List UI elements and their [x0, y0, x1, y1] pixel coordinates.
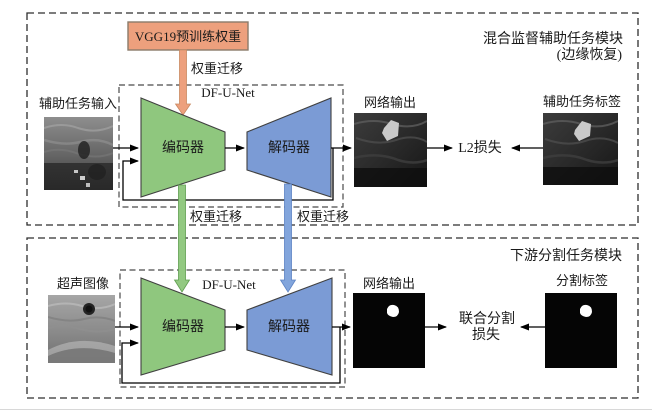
vgg19-weights-box: [128, 22, 248, 50]
bottom-dfunet-label: DF-U-Net: [202, 277, 256, 292]
top-encoder-shape: [140, 97, 226, 198]
top-encoder-label: 编码器: [162, 140, 204, 156]
encoder-transfer-label: 权重迁移: [190, 209, 242, 224]
top-module-subtitle: (边缘恢复): [557, 46, 623, 63]
top-input-label: 辅助任务输入: [39, 96, 117, 111]
top-weight-transfer-label: 权重迁移: [191, 61, 243, 76]
bottom-encoder-shape: [140, 277, 226, 376]
top-module-title: 混合监督辅助任务模块: [483, 31, 623, 47]
l2-loss-label: L2损失: [458, 140, 502, 156]
orange-weight-transfer-arrow: [174, 49, 192, 116]
bottom-decoder-label: 解码器: [268, 319, 310, 335]
top-decoder-label: 解码器: [268, 140, 310, 156]
decoder-transfer-label: 权重迁移: [297, 209, 349, 224]
auxiliary-task-label-image: [543, 113, 618, 185]
bottom-feedback-loop: [121, 327, 341, 384]
blue-weight-transfer-arrow: [279, 183, 297, 293]
vgg19-weights-box-border: [127, 21, 249, 51]
bottom-module-title: 下游分割任务模块: [510, 247, 622, 264]
top-dfunet-label: DF-U-Net: [201, 85, 255, 100]
top-decoder-shape: [246, 97, 332, 198]
bottom-gt-label: 分割标签: [556, 273, 608, 288]
top-module-box: [26, 12, 639, 226]
top-feedback-loop: [122, 148, 334, 201]
bottom-network-output-mask: [353, 293, 425, 368]
top-gt-label: 辅助任务标签: [543, 94, 621, 109]
green-weight-transfer-arrow: [173, 184, 191, 293]
ultrasound-input-image: [48, 295, 115, 363]
joint-loss-label-line1: 联合分割: [459, 310, 515, 327]
bottom-output-label: 网络输出: [363, 276, 415, 291]
bottom-input-label: 超声图像: [57, 276, 109, 291]
top-output-label: 网络输出: [364, 95, 416, 110]
segmentation-label-mask: [545, 293, 617, 368]
auxiliary-input-ultrasound-image: [44, 117, 113, 190]
bottom-encoder-label: 编码器: [162, 319, 204, 335]
vgg19-weights-label: VGG19预训练权重: [135, 29, 241, 44]
bottom-decoder-shape: [246, 277, 333, 376]
top-network-output-image: [354, 113, 427, 187]
joint-loss-label-line2: 损失: [472, 327, 500, 343]
